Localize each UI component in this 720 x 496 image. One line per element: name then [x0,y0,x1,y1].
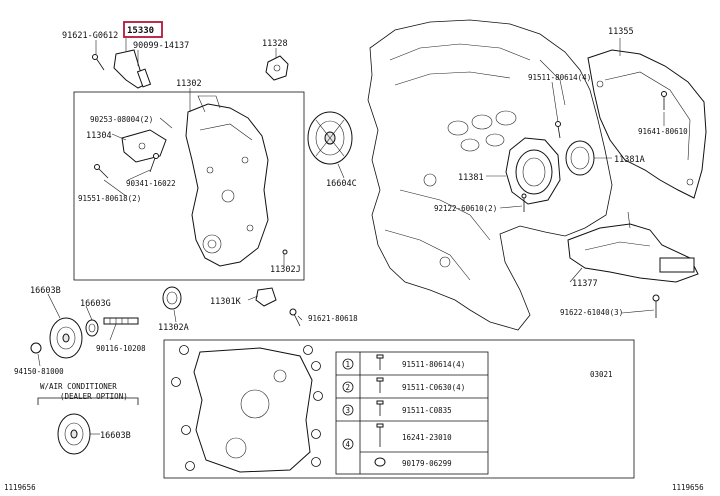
part-label-11381a[interactable]: 11381A [614,155,645,165]
legend-part-2[interactable]: 91511-C0630(4) [402,383,465,392]
part-label-91621-g0612[interactable]: 91621-G0612 [62,31,118,41]
part-label-11301k[interactable]: 11301K [210,297,242,307]
idler-pulley-16603b-option [57,413,91,455]
stud-bolt-90116 [103,317,139,325]
part-label-90116-10208[interactable]: 90116-10208 [96,344,146,353]
legend-part-5[interactable]: 90179-06299 [402,459,452,468]
diagram-code-left: 1119656 [4,483,36,492]
part-label-16603b-bottom[interactable]: 16603B [100,431,131,441]
part-label-90099-14137[interactable]: 90099-14137 [133,41,189,51]
idler-pulley-16603b [49,317,83,359]
legend-mark-2: 2 [346,383,351,392]
bolt-legend-table [335,351,489,475]
diagram-code-right: 1119656 [672,483,704,492]
bolts [92,54,667,327]
part-label-11381[interactable]: 11381 [458,173,484,183]
part-label-11328[interactable]: 11328 [262,39,288,49]
part-label-11304[interactable]: 11304 [86,131,112,141]
engine-mount-bracket [567,211,699,283]
legend-part-4[interactable]: 16241-23010 [402,433,452,442]
inset-callout-marks [171,345,323,471]
part-label-94150-81000[interactable]: 94150-81000 [14,367,64,376]
bolt-location-inset [163,339,635,479]
part-label-11302j[interactable]: 11302J [270,265,301,275]
part-label-16603g[interactable]: 16603G [80,299,111,309]
inset-cover-drawing [193,347,313,473]
engine-block-drawing [367,19,613,331]
part-label-92122-60610[interactable]: 92122-60610(2) [434,204,497,213]
sensor-11328 [265,55,289,81]
air-conditioner-note: W/AIR CONDITIONER [40,382,117,391]
part-label-16604c[interactable]: 16604C [326,179,357,189]
oil-seal-11381a [565,140,595,176]
oil-control-valve [113,49,152,89]
oil-seal-retainer [505,137,561,205]
oil-seal-11302a [162,286,182,310]
dealer-option-note: (DEALER OPTION) [60,392,128,401]
pulley-16604c [307,111,353,165]
part-label-91621-80618[interactable]: 91621-80618 [308,314,358,323]
dealer-option-bracket [37,397,139,405]
part-label-15330[interactable]: 15330 [127,26,154,36]
part-label-90341-16022[interactable]: 90341-16022 [126,179,176,188]
part-label-91641-80610[interactable]: 91641-80610 [638,127,688,136]
legend-mark-4: 4 [346,440,351,449]
bracket-11304 [121,129,167,163]
legend-part-1[interactable]: 91511-80614(4) [402,360,465,369]
nut-94150 [30,342,42,354]
part-label-91622-61040[interactable]: 91622-61040(3) [560,308,623,317]
legend-part-3[interactable]: 91511-C0835 [402,406,452,415]
part-label-91551-80618[interactable]: 91551-80618(2) [78,194,141,203]
leader-lines [37,38,665,435]
part-label-03021[interactable]: 03021 [590,370,613,379]
part-label-90253-08004[interactable]: 90253-08004(2) [90,115,153,124]
part-label-91511-80614-top[interactable]: 91511-80614(4) [528,73,591,82]
spacer-16603g [85,319,99,337]
part-label-11302[interactable]: 11302 [176,79,202,89]
part-label-11377[interactable]: 11377 [572,279,598,289]
timing-cover-drawing [185,95,269,267]
part-label-16603b-top[interactable]: 16603B [30,286,61,296]
part-label-11302a[interactable]: 11302A [158,323,189,333]
legend-mark-1: 1 [346,360,351,369]
sensor-11301k [255,287,277,307]
rear-end-plate [587,49,707,199]
part-label-11355[interactable]: 11355 [608,27,634,37]
highlight-box-15330 [123,21,163,38]
legend-mark-3: 3 [346,406,351,415]
cover-group-frame [73,91,305,281]
